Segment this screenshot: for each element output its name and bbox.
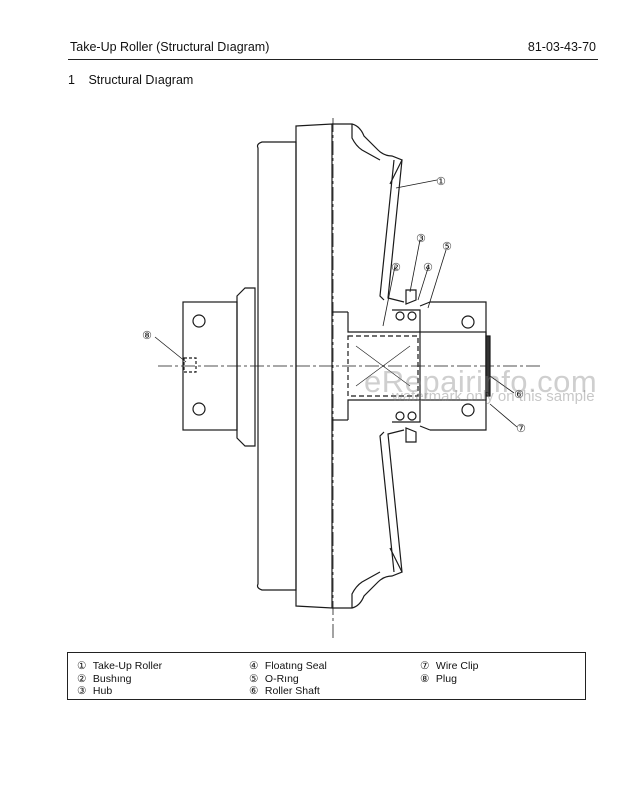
callout-1: ① (436, 175, 446, 188)
legend-item: ② Bushıng (77, 672, 132, 685)
watermark-brand: eRepairinfo.com (364, 364, 598, 399)
legend-item: ⑦ Wire Clip (420, 660, 479, 672)
page-title: Take-Up Roller (Structural Dıagram) (70, 40, 270, 54)
callout-2: ② (391, 261, 401, 274)
legend-item: ④ Floatıng Seal (249, 660, 327, 672)
legend-item: ① Take-Up Roller (77, 660, 163, 672)
parts-legend: ① Take-Up Roller ② Bushıng ③ Hub ④ Float… (67, 652, 586, 700)
legend-item: ③ Hub (77, 685, 113, 697)
callout-6: ⑥ (514, 388, 524, 401)
legend-item: ⑤ O-Rıng (249, 672, 299, 685)
legend-item: ⑥ Roller Shaft (249, 685, 320, 697)
callout-7: ⑦ (516, 422, 526, 435)
section-number: 1 (68, 73, 75, 87)
section-title: Structural Dıagram (88, 73, 194, 87)
callout-3: ③ (416, 232, 426, 245)
header-rule (68, 59, 598, 60)
legend-column-1: ① Take-Up Roller ② Bushıng ③ Hub (77, 660, 162, 698)
callout-4: ④ (423, 261, 433, 274)
legend-column-2: ④ Floatıng Seal ⑤ O-Rıng ⑥ Roller Shaft (249, 660, 327, 698)
callout-5: ⑤ (442, 240, 452, 253)
legend-column-3: ⑦ Wire Clip ⑧ Plug (420, 660, 479, 685)
legend-item: ⑧ Plug (420, 672, 457, 685)
callout-8: ⑧ (142, 329, 152, 342)
section-heading: 1 Structural Dıagram (68, 73, 193, 87)
page-code: 81-03-43-70 (527, 40, 596, 54)
watermark-note: watermark only on this sample (392, 388, 595, 405)
